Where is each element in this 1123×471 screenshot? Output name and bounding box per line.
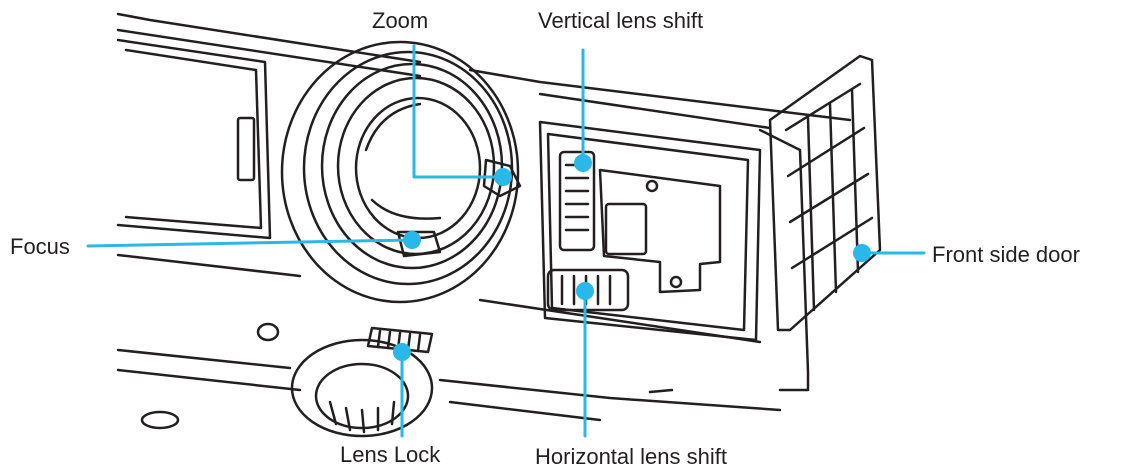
vertical-shift-wheel-ridges [564,163,590,232]
projector-base-edge [116,368,602,422]
vertical-lens-shift-callout-dot [574,154,592,172]
lens-outer-ring [280,40,520,304]
lamp-housing-screw [645,179,659,193]
adjustable-foot-outer [290,338,434,438]
lens-reflection [364,102,442,220]
front-side-door-label: Front side door [932,242,1080,267]
base-screw-hole [256,322,280,342]
horizontal-shift-wheel [546,268,630,312]
projector-top-edge-inner [116,28,772,130]
lamp-housing [598,168,722,294]
zoom-leader-line [412,44,505,179]
lens-shift-compartment-inner [546,132,750,332]
vertical-lens-shift-label: Vertical lens shift [538,8,704,33]
lens-lock-ridges [376,329,422,353]
front-side-door-grid [784,82,874,312]
zoom-label: Zoom [372,8,429,33]
projector-right-bevel [758,128,810,392]
horizontal-lens-shift-callout-dot [576,282,594,300]
projector-front-lower-edge [116,253,762,344]
focus-label: Focus [10,234,70,259]
callout-dots [393,154,871,361]
front-side-door-callout-dot [853,244,871,262]
adjustable-foot-inner [314,362,410,430]
lens-glass-inner [354,96,482,240]
lamp-housing-block [604,202,648,256]
vertical-shift-wheel [558,150,596,252]
display-window-tab [236,116,256,182]
lens-shift-compartment [538,120,762,342]
display-window-panel [116,38,272,240]
projector-front-bottom-edge [116,348,782,412]
focus-callout-dot [403,231,421,249]
lens-lock-label: Lens Lock [340,442,441,467]
lens-lock-callout-dot [393,343,411,361]
projector-line-drawing [116,12,882,438]
callout-leaders [86,44,926,438]
zoom-lever [482,158,522,198]
horizontal-lens-shift-label: Horizontal lens shift [535,444,727,469]
focus-leader-line [86,238,414,248]
base-foot-right [140,410,180,430]
lamp-housing-screw-2 [669,275,683,289]
projector-top-edge [116,12,852,122]
lens-focus-ring [320,62,504,270]
base-mark [648,388,674,394]
front-side-door-panel [768,54,882,332]
adjustable-foot-knurl [328,400,396,434]
zoom-callout-dot [494,168,512,186]
focus-lever [396,230,442,258]
display-window-inner [124,48,263,230]
